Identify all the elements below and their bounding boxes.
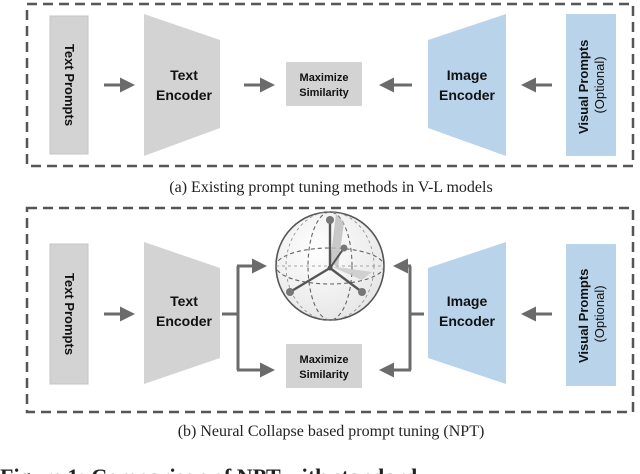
text-prompts-block: Text Prompts — [49, 15, 89, 155]
maximize-label-1: Maximize — [300, 72, 349, 84]
panel-b-border — [25, 206, 635, 414]
text-encoder-label-b-2: Encoder — [156, 313, 213, 329]
neural-collapse-sphere — [275, 211, 385, 321]
image-encoder-label-b-1: Image — [447, 293, 488, 309]
text-branch-connector — [222, 258, 275, 378]
image-encoder-label-1: Image — [447, 67, 488, 83]
visual-prompts-title: Visual Prompts — [576, 40, 591, 134]
figure-caption: Figure 1: Comparison of NPT with standar… — [0, 464, 417, 474]
visual-prompts-label-b: Visual Prompts (Optional) — [576, 265, 607, 363]
visual-prompts-block: Visual Prompts (Optional) — [566, 14, 616, 156]
maximize-label-2: Similarity — [299, 87, 349, 99]
text-encoder-label-1: Text — [170, 67, 198, 83]
maximize-similarity-block: Maximize Similarity — [286, 62, 362, 106]
panel-b: Text Prompts Text Encoder — [25, 206, 635, 440]
text-encoder-block-b: Text Encoder — [144, 242, 220, 384]
text-encoder-label-b-1: Text — [170, 293, 198, 309]
maximize-label-b-2: Similarity — [299, 369, 349, 381]
image-branch-connector — [379, 258, 424, 378]
text-prompts-label-b: Text Prompts — [62, 273, 77, 355]
panel-a: Text Prompts Text Encoder Maximize Simil… — [25, 2, 635, 196]
visual-prompts-block-b: Visual Prompts (Optional) — [566, 244, 616, 386]
image-encoder-label-b-2: Encoder — [439, 313, 496, 329]
maximize-label-b-1: Maximize — [300, 354, 349, 366]
visual-prompts-title-b: Visual Prompts — [576, 269, 591, 363]
maximize-similarity-block-b: Maximize Similarity — [286, 344, 362, 388]
caption-b: (b) Neural Collapse based prompt tuning … — [178, 423, 485, 440]
text-encoder-label-2: Encoder — [156, 87, 213, 103]
image-encoder-label-2: Encoder — [439, 87, 496, 103]
caption-a: (a) Existing prompt tuning methods in V-… — [169, 179, 492, 196]
image-encoder-block: Image Encoder — [428, 14, 506, 156]
visual-prompts-label: Visual Prompts (Optional) — [576, 36, 607, 134]
visual-prompts-optional-b: (Optional) — [592, 285, 607, 342]
text-encoder-block: Text Encoder — [144, 14, 220, 156]
text-prompts-label: Text Prompts — [62, 44, 77, 126]
text-prompts-block-b: Text Prompts — [49, 243, 89, 385]
visual-prompts-optional: (Optional) — [592, 56, 607, 113]
image-encoder-block-b: Image Encoder — [428, 242, 506, 384]
